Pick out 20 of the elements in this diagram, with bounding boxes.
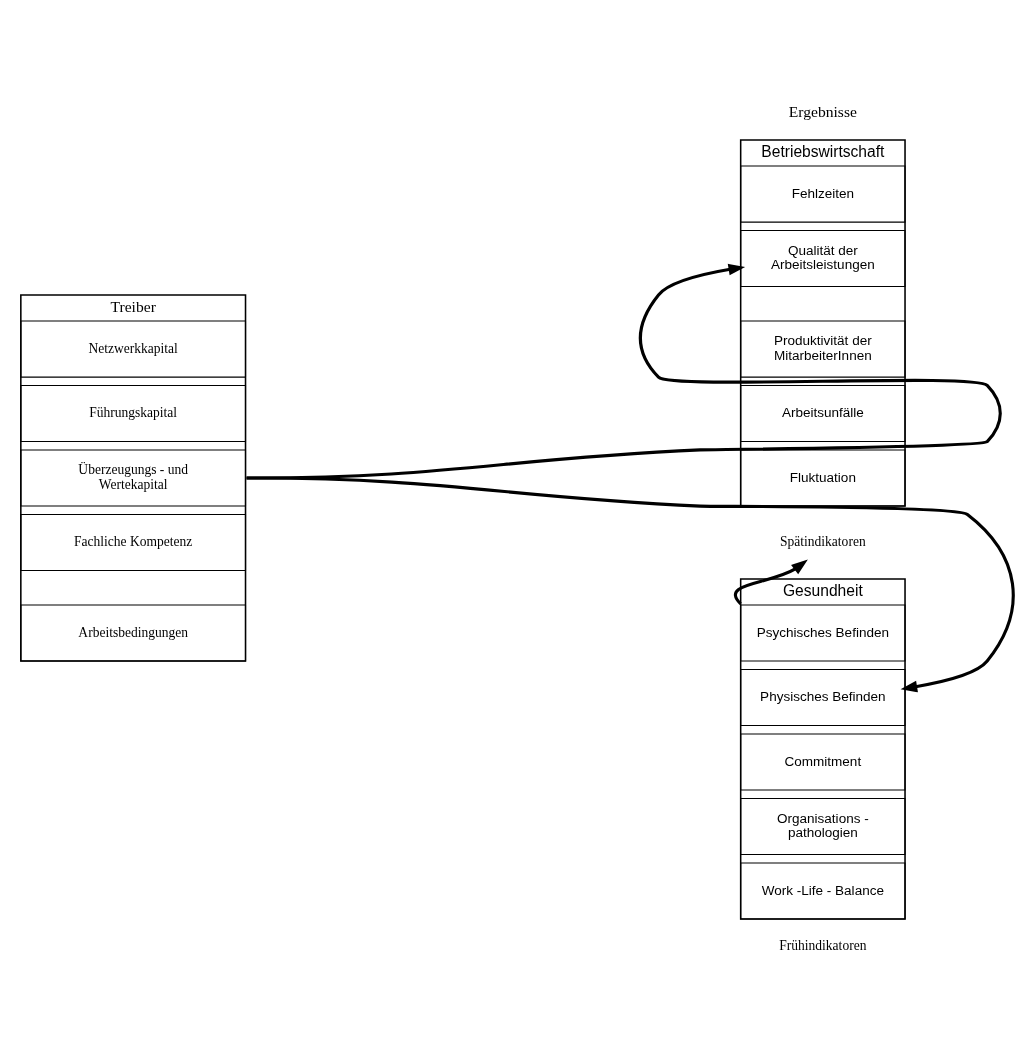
- node-box: Überzeugungs - und Wertekapital: [20, 449, 247, 507]
- node-box: Fehlzeiten: [740, 165, 906, 223]
- node-box: Fluktuation: [740, 449, 906, 507]
- node-box: Netzwerkkapital: [20, 320, 247, 378]
- node-box: Organisations - pathologien: [740, 797, 906, 856]
- node-box: Qualität der Arbeitsleistungen: [740, 229, 906, 288]
- node-box: Arbeitsbedingungen: [20, 604, 247, 662]
- node-text: Spätindikatoren: [780, 534, 866, 550]
- node-box: Work -Life - Balance: [740, 862, 906, 920]
- node-box: Commitment: [740, 733, 906, 791]
- node-box: Führungskapital: [20, 384, 247, 443]
- arrow: [246, 476, 1015, 693]
- label: Ergebnisse: [788, 102, 857, 120]
- node-box: Produktivität der MitarbeiterInnen: [740, 320, 906, 378]
- node-label: Frühindikatoren: [779, 937, 867, 953]
- node-box: Arbeitsunfälle: [740, 384, 906, 443]
- node-box: Fachliche Kompetenz: [20, 513, 247, 572]
- node-box: Psychisches Befinden: [740, 604, 906, 662]
- arrow: [734, 559, 808, 605]
- node-box: Physisches Befinden: [740, 668, 906, 727]
